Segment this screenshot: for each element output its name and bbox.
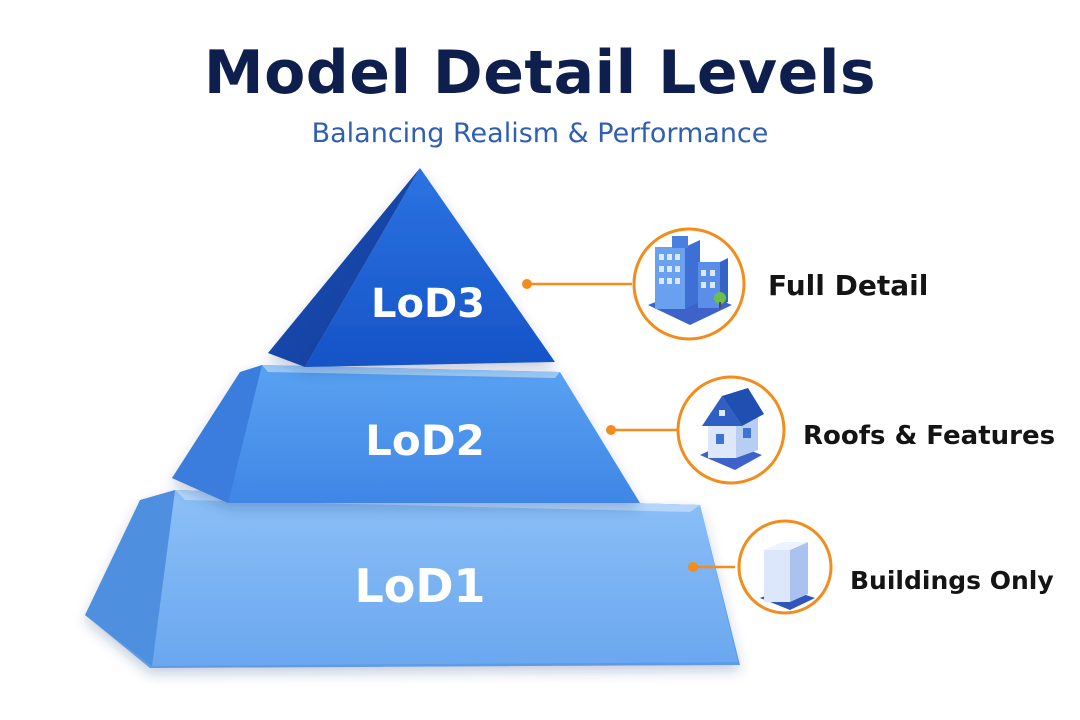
connector-lod1 <box>688 562 735 572</box>
tier-lod2-face <box>172 365 640 503</box>
house-icon <box>676 375 786 485</box>
connector-lod3 <box>522 279 632 289</box>
tier-lod2-left-facet <box>172 365 262 503</box>
level-label-lod3: LoD3 <box>371 281 485 327</box>
description-lod3: Full Detail <box>768 269 928 302</box>
tier-lod3 <box>268 168 555 367</box>
block-cube-icon <box>737 519 833 615</box>
level-label-lod1: LoD1 <box>354 559 485 613</box>
tier-lod2-top-edge <box>262 365 560 378</box>
description-lod2: Roofs & Features <box>803 421 1055 451</box>
office-building-icon <box>632 227 746 341</box>
tier-lod2 <box>172 365 640 503</box>
page-title: Model Detail Levels <box>203 38 877 108</box>
tier-lod3-left-facet <box>268 168 420 367</box>
tier-lod1-left-facet <box>85 490 175 666</box>
tier-lod3-face <box>305 168 555 367</box>
tier-lod1-face <box>152 490 738 666</box>
connector-lod2 <box>606 425 678 435</box>
page-subtitle: Balancing Realism & Performance <box>311 118 769 149</box>
level-label-lod2: LoD2 <box>365 416 485 465</box>
description-lod1: Buildings Only <box>850 566 1054 595</box>
